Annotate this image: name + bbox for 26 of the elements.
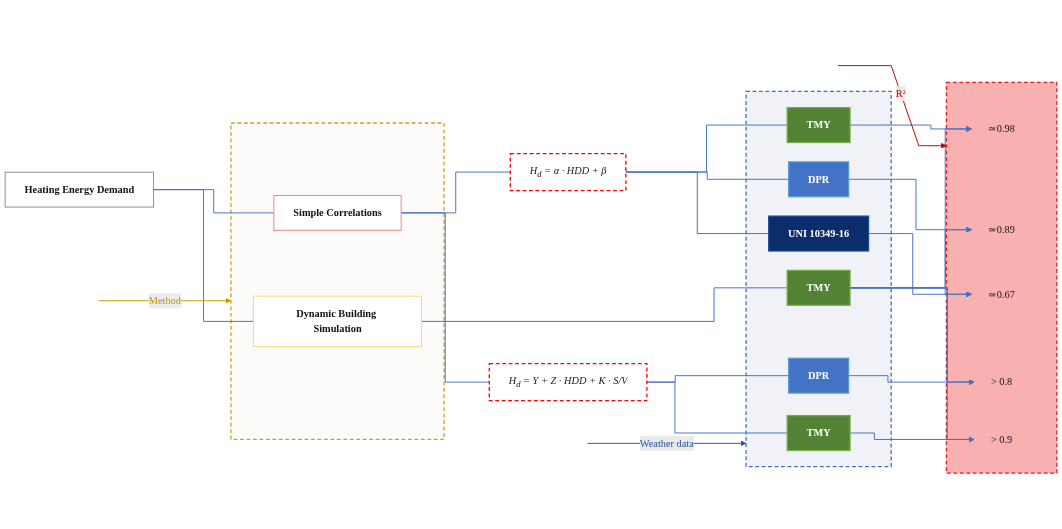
node-box: Dynamic Building Simulation — [253, 295, 422, 348]
node-box: H$_{d}$ = Y + Z · HDD + K · S/V — [488, 363, 648, 402]
connector — [153, 189, 255, 322]
edge-label: Method — [148, 294, 181, 306]
edge-label: Weather data — [639, 437, 694, 449]
node-box: H$_{d}$ = α · HDD + β — [509, 152, 627, 192]
node-text: > 0.9 — [990, 433, 1013, 445]
node-box: Heating Energy Demand — [4, 171, 155, 208]
node-box: UNI 10349-16 — [768, 215, 870, 252]
edge-label: R² — [895, 87, 906, 99]
cluster — [945, 81, 1058, 474]
node-text: ≃0.67 — [988, 288, 1015, 300]
node-box: TMY — [786, 269, 851, 306]
node-text: ≃0.89 — [988, 223, 1015, 235]
node-text: ≃0.98 — [988, 123, 1015, 135]
connector — [625, 124, 788, 173]
connector — [421, 287, 788, 322]
node-box: DPR — [788, 161, 850, 198]
node-box: TMY — [786, 414, 851, 452]
node-box: TMY — [786, 106, 851, 144]
node-text: > 0.8 — [990, 376, 1013, 388]
cluster — [230, 122, 445, 441]
connector — [400, 171, 511, 214]
node-box: Simple Correlations — [273, 194, 402, 231]
cluster — [745, 90, 892, 468]
node-box: DPR — [788, 357, 850, 394]
